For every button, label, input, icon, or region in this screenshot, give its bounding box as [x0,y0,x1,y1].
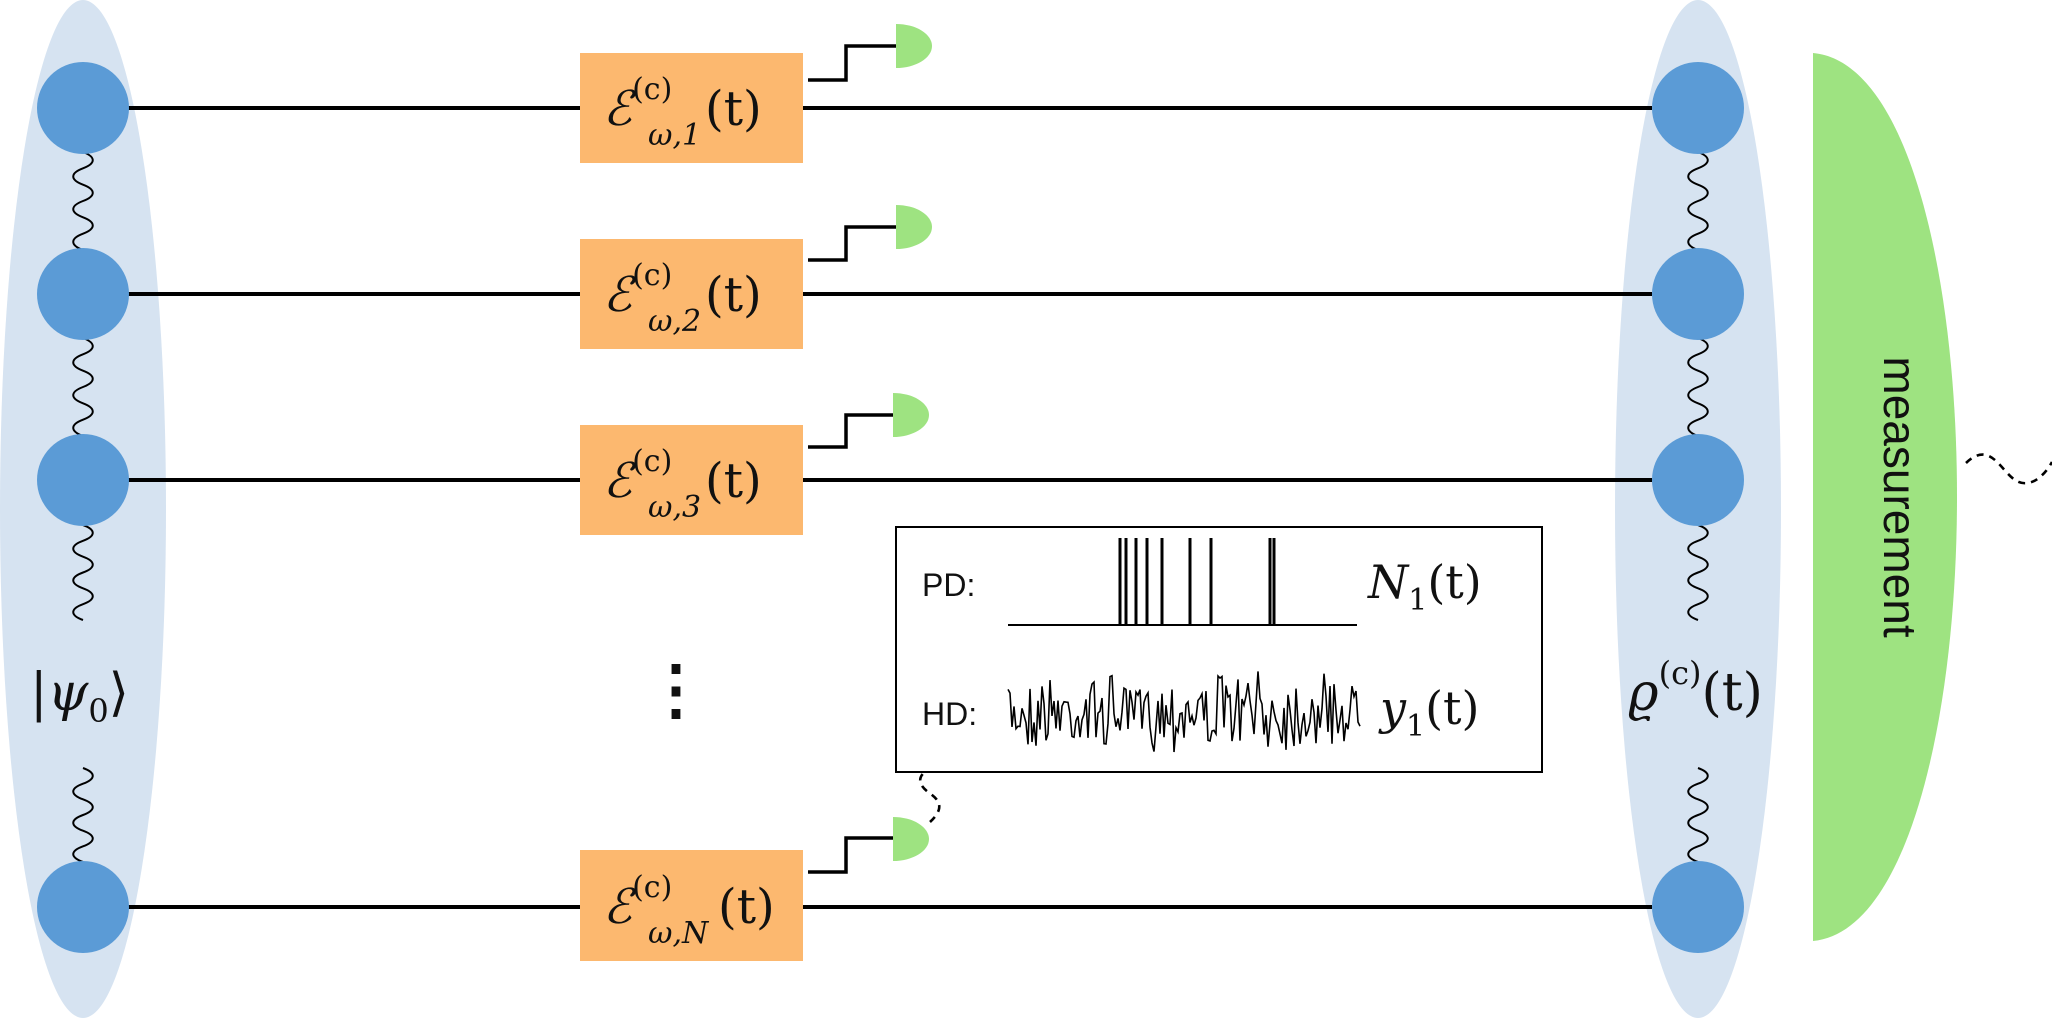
hd-label: HD: [922,696,977,732]
measurement-output-dashed-link [1965,453,2052,485]
detector-n [893,817,929,861]
channel-label-1: ℰ(c)ω,1(t) [603,72,762,153]
initial-state-label: |ψ0⟩ [30,663,129,730]
channel-box-2 [580,239,803,349]
measurement-label: measurement [1874,356,1926,637]
channel-box-1 [580,53,803,163]
pd-label: PD: [922,567,975,603]
final-state-label: ϱ(c)(t) [1628,654,1763,723]
initial-node-4 [37,861,129,953]
lead-1 [808,44,896,82]
initial-node-3 [37,434,129,526]
channel-label-n: ℰ(c)ω,N(t) [603,870,775,951]
channel-box-3 [580,425,803,535]
qubit-nodes [37,62,1744,953]
detector-leads [808,44,896,874]
final-node-3 [1652,434,1744,526]
coupling-links [72,151,1709,863]
initial-coupling-2-3 [72,337,94,437]
lead-n [808,836,893,874]
hd-noise-trace [1007,671,1361,753]
final-coupling-2-3 [1687,337,1709,437]
channel-label-2: ℰ(c)ω,2(t) [603,258,762,339]
initial-coupling-dots-n [72,767,94,863]
initial-coupling-3-dots [72,524,94,621]
hd-signal-label: y1(t) [1378,681,1479,744]
final-coupling-3-dots [1687,524,1709,621]
final-node-1 [1652,62,1744,154]
measurement-apparatus [1813,53,1957,941]
final-node-4 [1652,861,1744,953]
lead-2 [808,225,896,262]
initial-node-2 [37,248,129,340]
lead-3 [808,413,893,449]
initial-node-1 [37,62,129,154]
channel-boxes [580,53,803,961]
final-node-2 [1652,248,1744,340]
channel-box-n [580,850,803,961]
qubit-wires [128,106,1652,909]
final-coupling-1-2 [1687,151,1709,251]
initial-coupling-1-2 [72,151,94,251]
inset-frame [895,526,1543,773]
pd-click-spikes [1118,538,1276,625]
final-coupling-dots-n [1687,767,1709,863]
detector-3 [893,393,929,437]
channel-label-3: ℰ(c)ω,3(t) [603,444,762,525]
measurement-record-inset: PD: HD: N1(t) y1(t) [895,526,1543,773]
detector-1 [896,24,932,68]
channel-ellipsis: ⋮ [643,650,709,728]
detector-to-inset-dashed-link [918,766,941,823]
small-detectors [893,24,932,861]
detector-2 [896,205,932,249]
pd-signal-label: N1(t) [1367,555,1482,618]
